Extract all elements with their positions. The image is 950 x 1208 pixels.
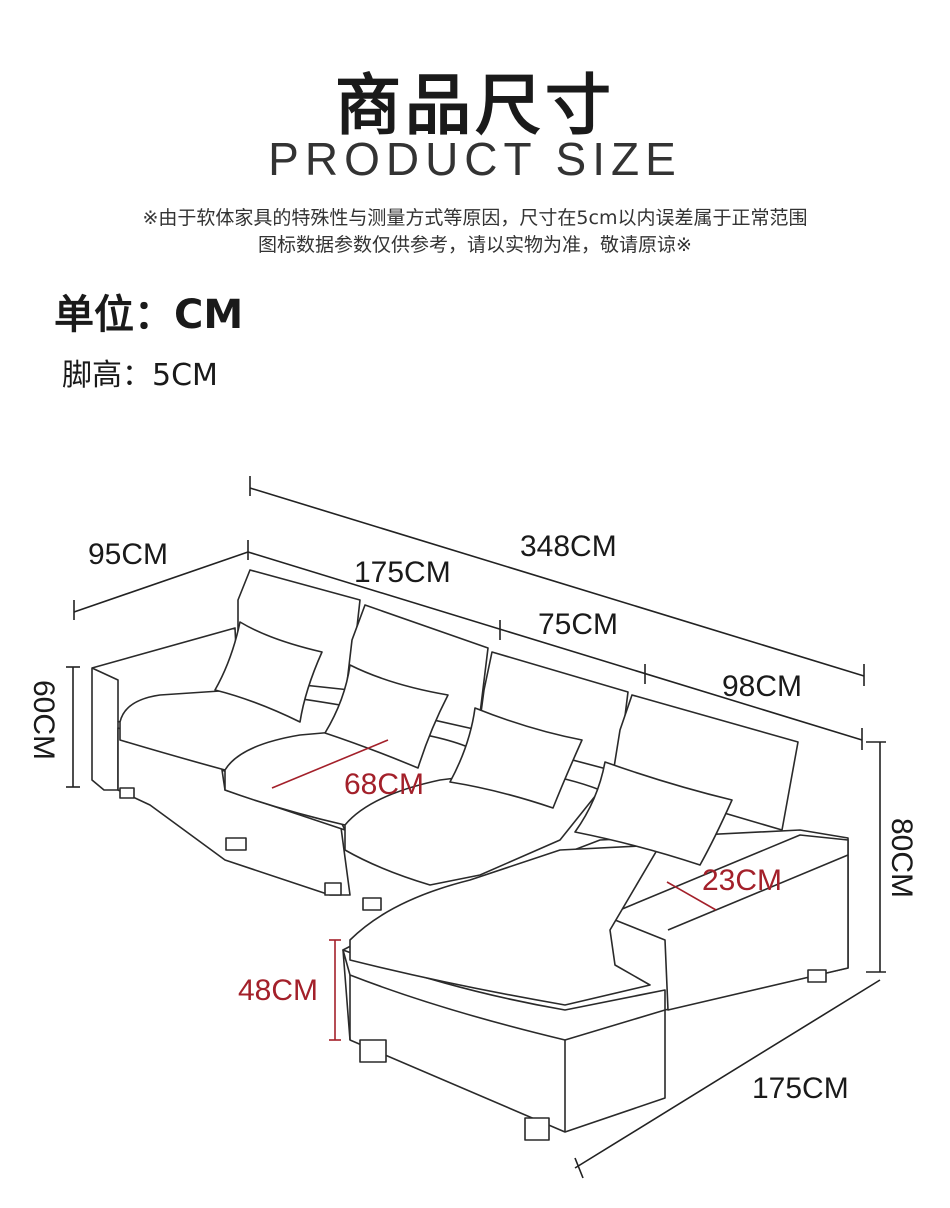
sofa-foot: [359, 1039, 387, 1063]
size-notice: ※由于软体家具的特殊性与测量方式等原因，尺寸在5cm以内误差属于正常范围 图标数…: [0, 205, 950, 259]
dim-chaise-length: 175CM: [752, 1072, 849, 1105]
dim-seat-depth: 68CM: [344, 768, 424, 801]
leg-height-label: 脚高：5CM: [62, 358, 218, 393]
page-subtitle: PRODUCT SIZE: [268, 133, 682, 185]
sofa-foot: [119, 787, 135, 799]
unit-label: 单位：CM: [54, 292, 244, 338]
dim-height: 60CM: [27, 680, 60, 760]
dim-depth: 95CM: [88, 538, 168, 571]
dim-main-section: 175CM: [354, 556, 451, 589]
dim-armrest-width: 23CM: [702, 864, 782, 897]
sofa-foot: [807, 969, 827, 983]
dim-total-length: 348CM: [520, 530, 617, 563]
notice-line-1: ※由于软体家具的特殊性与测量方式等原因，尺寸在5cm以内误差属于正常范围: [142, 207, 808, 229]
notice-line-2: 图标数据参数仅供参考，请以实物为准，敬请原谅※: [258, 234, 692, 256]
dim-chaise-width: 98CM: [722, 670, 802, 703]
sofa-foot: [362, 897, 382, 911]
sofa-illustration: [91, 569, 849, 1141]
dim-chaise-height: 80CM: [885, 818, 918, 898]
dim-seat-height: 48CM: [238, 974, 318, 1007]
sofa-foot: [324, 882, 342, 896]
sofa-foot: [225, 837, 247, 851]
dimension-lines: [66, 476, 886, 1179]
dim-middle-seat: 75CM: [538, 608, 618, 641]
sofa-foot: [524, 1117, 550, 1141]
page-title: 商品尺寸: [335, 67, 615, 144]
